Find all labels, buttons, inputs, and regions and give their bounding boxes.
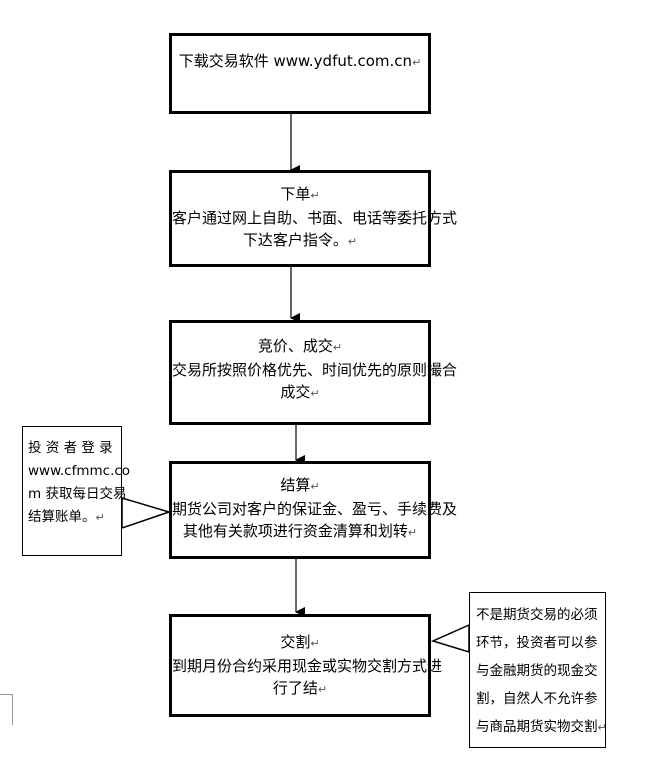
step-order-line-2: 下达客户指令。 — [242, 231, 348, 249]
callout-left-line-3: m 获取每日交易 — [28, 486, 127, 502]
callout-right-line-3: 与金融期货的现金交 — [476, 663, 598, 679]
step-delivery-line-2: 行了结 — [272, 679, 318, 697]
callout-left-line-2: www.cfmmc.co — [28, 463, 131, 479]
right-callout-pointer — [430, 623, 470, 654]
page-corner-mark — [0, 694, 13, 725]
step-settlement: 结算↵ 期货公司对客户的保证金、盈亏、手续费及 其他有关款项进行资金清算和划转↵ — [169, 461, 458, 559]
callout-right-line-5: 与商品期货实物交割 — [476, 719, 598, 735]
step-settlement-line-2: 其他有关款项进行资金清算和划转 — [182, 522, 408, 540]
step-settlement-line-1: 期货公司对客户的保证金、盈亏、手续费及 — [172, 500, 458, 518]
step-delivery-title: 交割 — [280, 633, 311, 651]
step-order-title: 下单 — [280, 185, 311, 203]
callout-left-line-4: 结算账单。 — [28, 509, 96, 525]
step-download-text: 下载交易软件 www.ydfut.com.cn — [178, 52, 413, 70]
step-settlement-title: 结算 — [280, 476, 311, 494]
step-bidding-title: 竞价、成交 — [257, 337, 333, 355]
left-callout-pointer — [121, 496, 172, 530]
callout-right-line-4: 割，自然人不允许参 — [476, 691, 598, 707]
step-bidding-line-1: 交易所按照价格优先、时间优先的原则撮合 — [172, 361, 458, 379]
callout-right-line-1: 不是期货交易的必须 — [476, 607, 598, 623]
callout-left-line-1: 投 资 者 登 录 — [28, 440, 113, 456]
step-order-line-1: 客户通过网上自助、书面、电话等委托方式 — [172, 209, 458, 227]
step-place-order: 下单↵ 客户通过网上自助、书面、电话等委托方式 下达客户指令。↵ — [169, 170, 458, 267]
callout-cfmmc-statement: 投 资 者 登 录 www.cfmmc.co m 获取每日交易 结算账单。↵ — [22, 426, 131, 556]
step-delivery-line-1: 到期月份合约采用现金或实物交割方式进 — [172, 657, 443, 675]
step-bidding-match: 竞价、成交↵ 交易所按照价格优先、时间优先的原则撮合 成交↵ — [169, 320, 458, 425]
step-download-software: 下载交易软件 www.ydfut.com.cn↵ — [169, 33, 431, 114]
callout-right-line-2: 环节，投资者可以参 — [476, 635, 598, 651]
step-delivery: 交割↵ 到期月份合约采用现金或实物交割方式进 行了结↵ — [169, 614, 443, 717]
step-bidding-line-2: 成交 — [280, 383, 311, 401]
callout-delivery-note: 不是期货交易的必须 环节，投资者可以参 与金融期货的现金交 割，自然人不允许参 … — [469, 592, 607, 748]
